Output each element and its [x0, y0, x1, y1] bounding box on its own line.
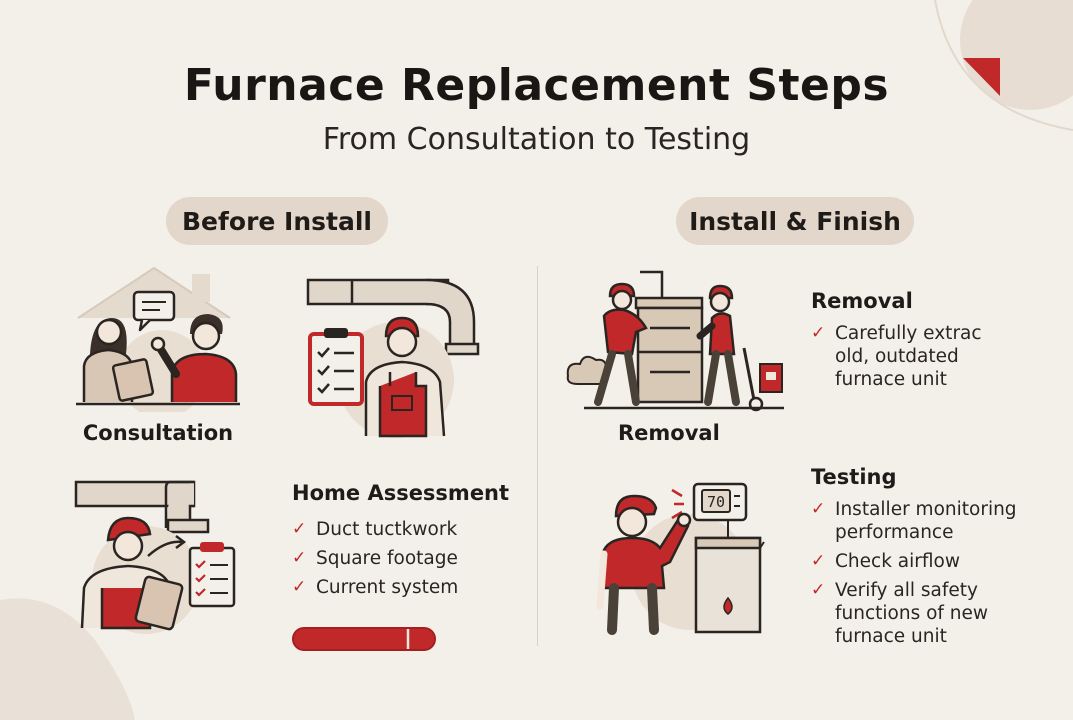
section-label: Install & Finish: [689, 206, 901, 236]
smoke-icon: [566, 355, 609, 385]
section-divider: [537, 266, 538, 646]
consultation-caption: Consultation: [82, 421, 234, 445]
testing-checklist: ✓Installer monitoring performance ✓Check…: [811, 498, 1033, 654]
removal-checklist: ✓Carefully extrac old, outdated furnace …: [811, 322, 1021, 397]
list-item: ✓Carefully extrac old, outdated furnace …: [811, 323, 982, 390]
list-item: ✓Duct tuctkwork: [292, 519, 458, 540]
thermostat-reading: 70: [707, 493, 725, 511]
removal-heading: Removal: [811, 289, 913, 313]
furnace-icon: [634, 296, 704, 404]
progress-bar: [292, 627, 436, 651]
assessment-inspection-illustration: [74, 480, 236, 634]
flame-icon: [723, 596, 733, 615]
section-label: Before Install: [182, 206, 372, 236]
check-icon: ✓: [811, 499, 826, 519]
page-subtitle: From Consultation to Testing: [322, 122, 751, 157]
section-pill-install-finish: Install & Finish: [676, 197, 914, 245]
thermostat-icon: 70: [692, 482, 748, 522]
list-item: ✓Square footage: [292, 548, 458, 569]
speech-bubble-icon: [132, 290, 176, 332]
pipe-icon: [306, 278, 480, 356]
list-item: ✓Verify all safety functions of new furn…: [811, 580, 989, 647]
technician-figure-right: [696, 284, 740, 406]
testing-heading: Testing: [811, 465, 897, 489]
testing-illustration: 70: [596, 482, 765, 635]
list-item: ✓Current system: [292, 577, 459, 598]
removal-caption: Removal: [618, 421, 720, 445]
removal-illustration: [566, 270, 784, 412]
check-icon: ✓: [292, 548, 307, 568]
technician-icon: [80, 516, 184, 631]
assessment-technician-illustration: [306, 278, 480, 438]
list-item: ✓Check airflow: [811, 551, 960, 572]
check-icon: ✓: [811, 580, 826, 600]
furnace-icon: [694, 536, 765, 634]
assessment-checklist: ✓Duct tuctkwork ✓Square footage ✓Current…: [292, 518, 512, 605]
clipboard-icon: [188, 542, 236, 608]
technician-icon: [364, 316, 446, 438]
hand-truck-icon: [742, 347, 783, 412]
clipboard-icon: [308, 328, 364, 406]
technician-icon: [596, 494, 692, 635]
check-icon: ✓: [292, 577, 307, 597]
consultation-illustration: [76, 266, 240, 412]
technician-figure-left: [594, 282, 648, 406]
page-title: Furnace Replacement Steps: [183, 60, 890, 111]
check-icon: ✓: [292, 519, 307, 539]
list-item: ✓Installer monitoring performance: [811, 499, 1017, 543]
check-icon: ✓: [811, 551, 826, 571]
technician-figure: [150, 314, 238, 402]
clipboard-icon: [111, 358, 155, 402]
assessment-heading: Home Assessment: [292, 481, 510, 505]
check-icon: ✓: [811, 323, 826, 343]
section-pill-before-install: Before Install: [166, 197, 388, 245]
